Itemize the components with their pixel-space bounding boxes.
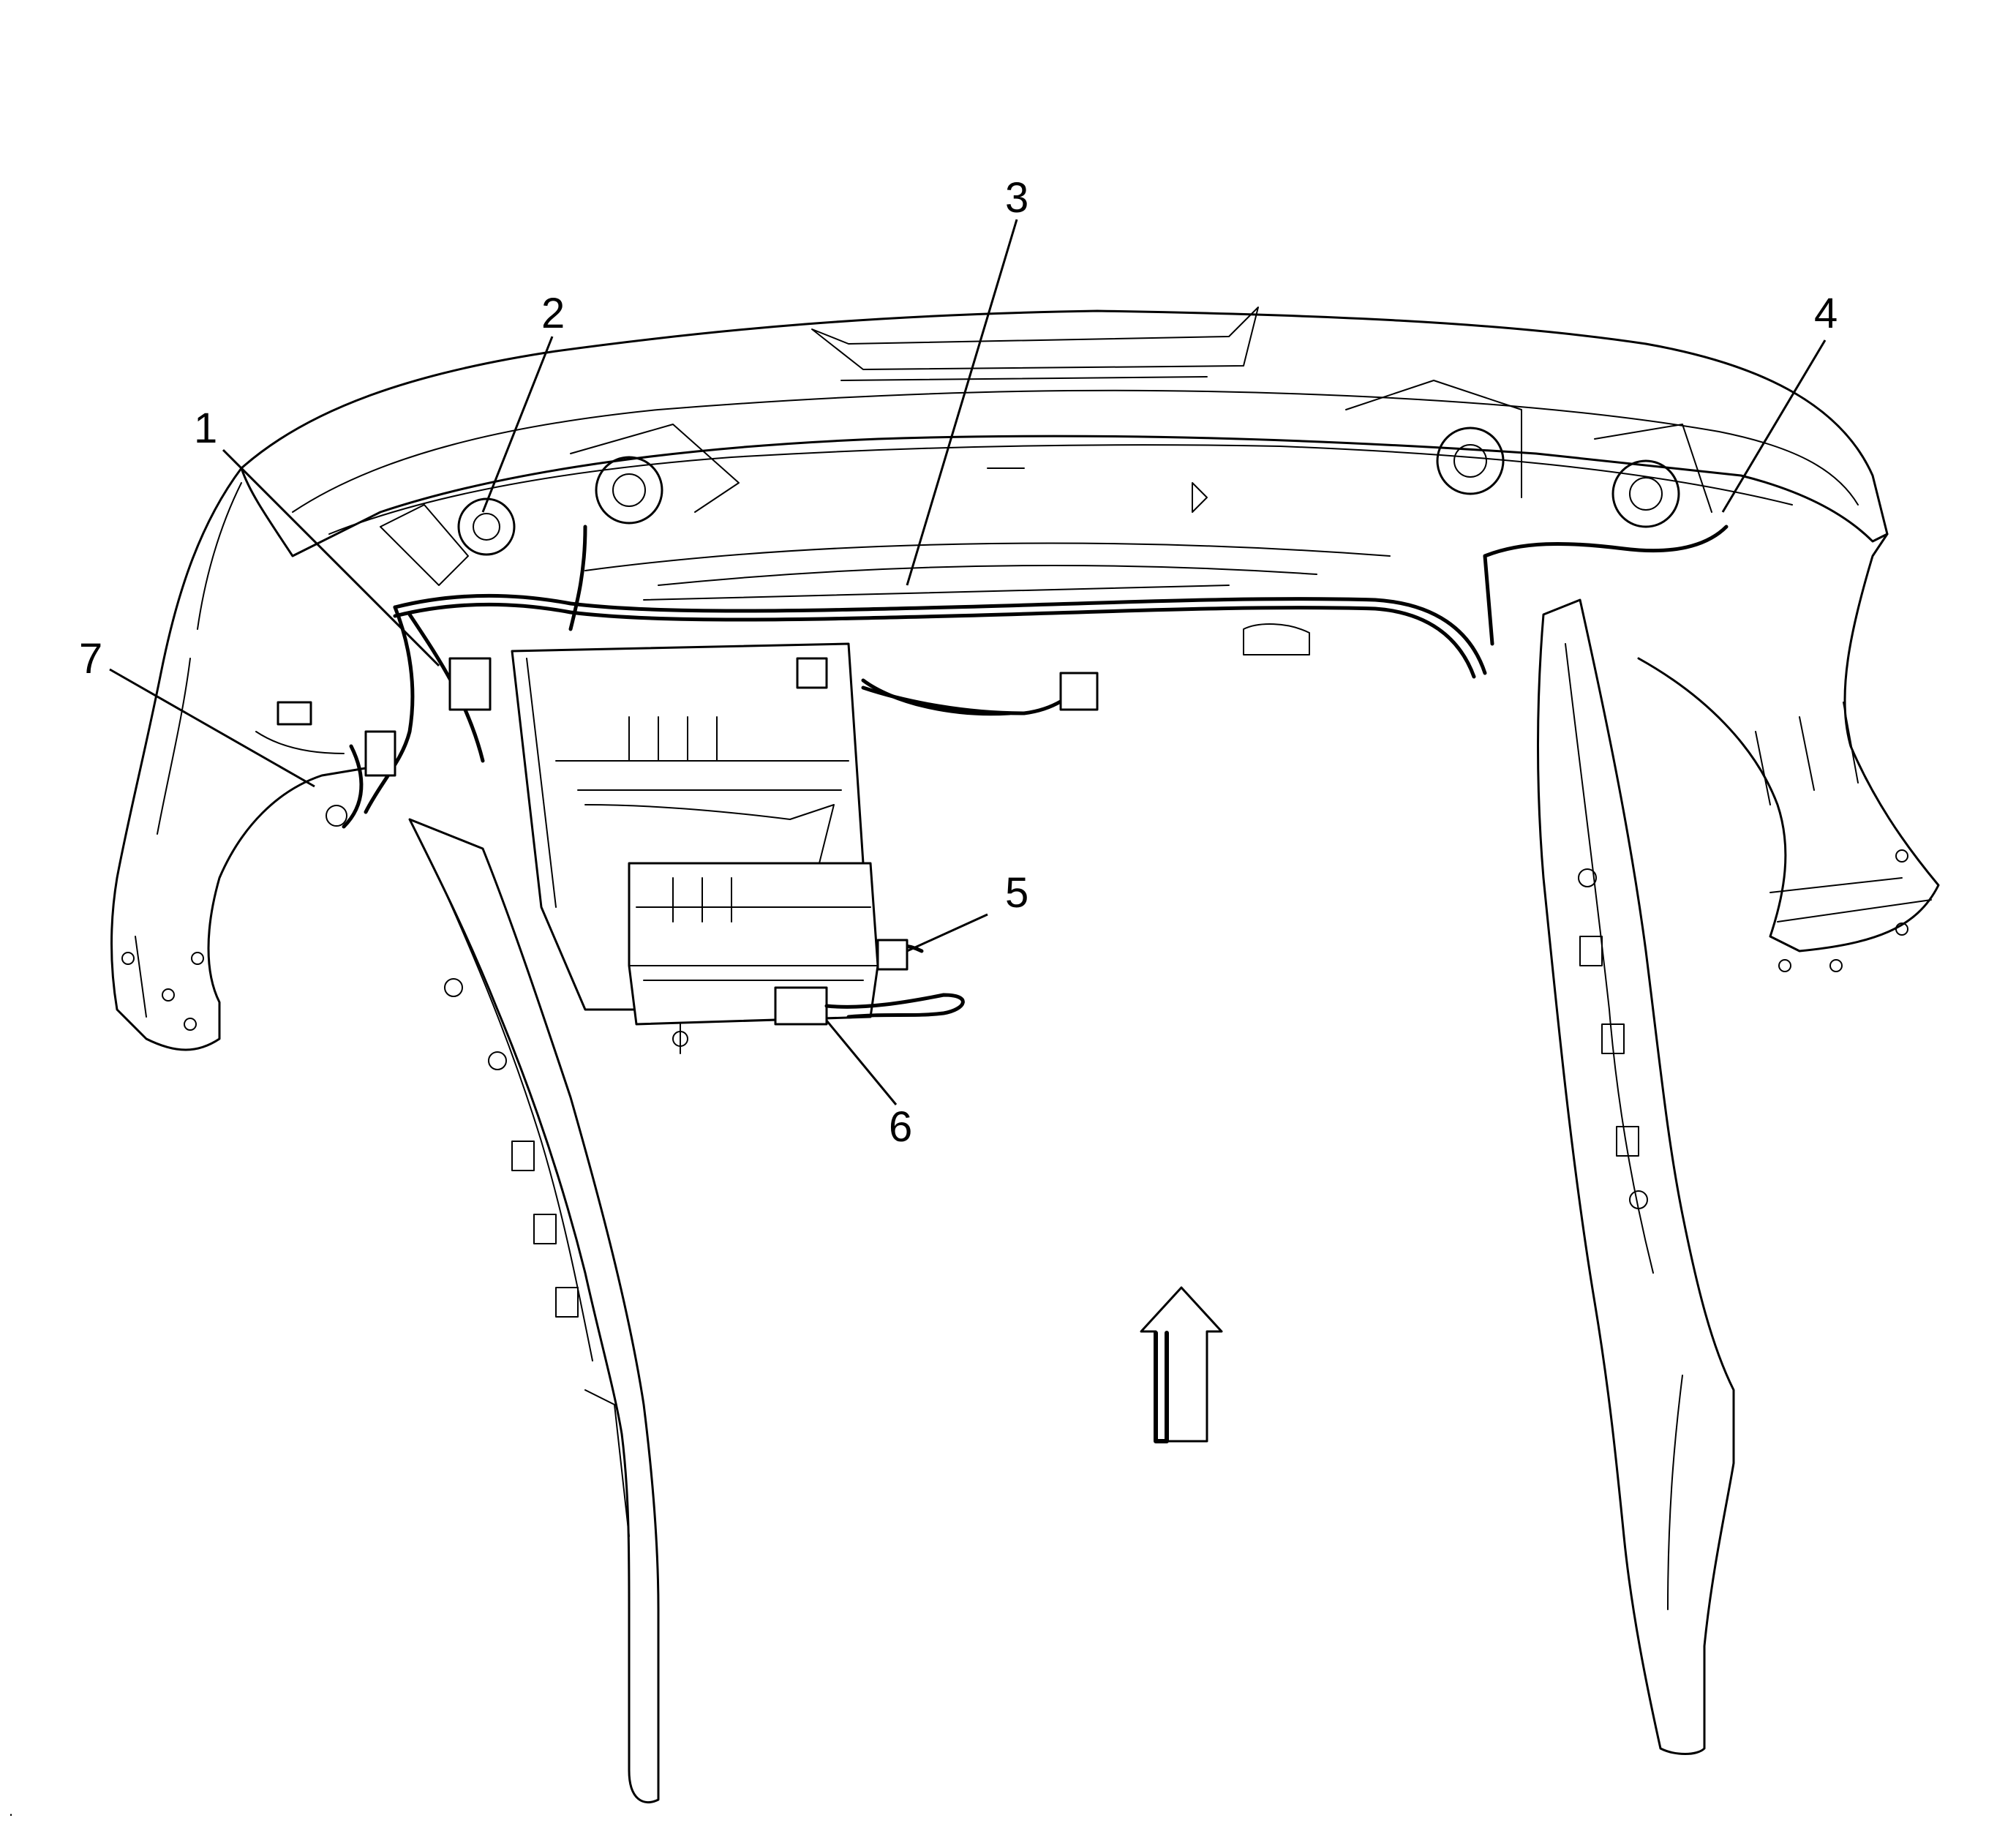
callout-2: 2 — [541, 290, 565, 337]
forward-arrow-icon — [1140, 1286, 1223, 1443]
leader-1 — [222, 448, 440, 667]
corner-mark: . — [9, 1801, 13, 1819]
front-fascia — [240, 307, 1889, 655]
callout-1: 1 — [194, 405, 217, 452]
forward-lamp-harness — [393, 525, 1729, 715]
tray-harness-lead — [796, 657, 1012, 716]
callout-3: 3 — [1005, 174, 1028, 222]
leader-4 — [1721, 339, 1827, 513]
callout-labels: 1 2 3 4 5 6 7 — [79, 174, 1838, 1151]
control-module — [628, 862, 879, 1054]
right-frame-rail — [1537, 598, 1735, 1755]
leader-2 — [481, 336, 554, 513]
module-connectors — [774, 939, 965, 1026]
callout-7: 7 — [79, 635, 102, 683]
leader-7 — [109, 668, 315, 788]
callout-5: 5 — [1005, 869, 1028, 917]
callout-4: 4 — [1814, 290, 1838, 337]
callout-leaders — [109, 219, 1827, 1105]
leader-6 — [825, 1020, 898, 1105]
leader-3 — [906, 219, 1018, 586]
callout-6: 6 — [889, 1103, 912, 1151]
left-frame-rail — [408, 818, 660, 1804]
leader-5 — [906, 913, 988, 953]
left-wheelhouse-liner — [110, 467, 367, 1051]
left-harness-bundle — [255, 605, 492, 829]
right-wheelhouse-liner — [1637, 533, 1940, 972]
horn-assemblies — [380, 380, 1712, 586]
